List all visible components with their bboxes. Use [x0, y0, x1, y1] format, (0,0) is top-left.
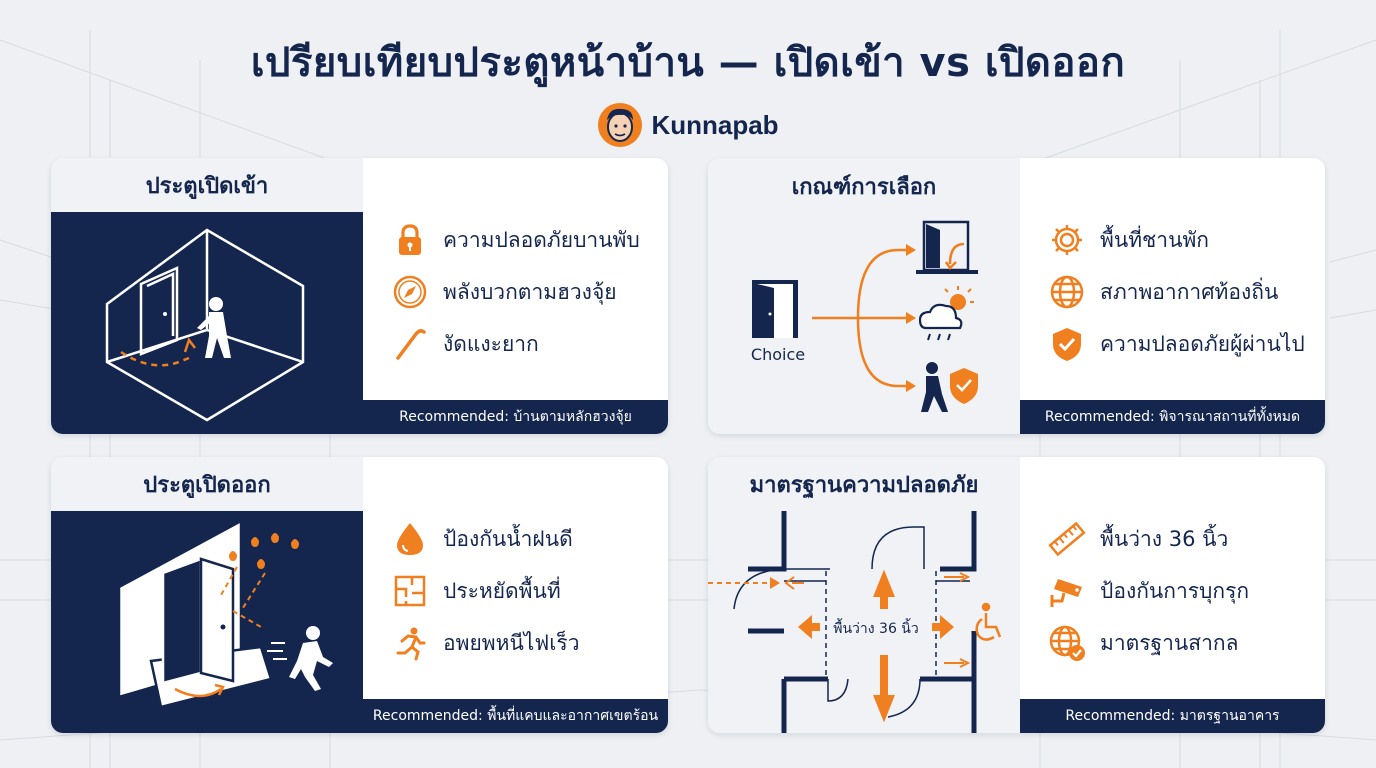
security-camera-icon — [1048, 572, 1086, 610]
compass-icon — [391, 273, 429, 311]
inward-door-illustration — [51, 212, 363, 434]
feature-list: พื้นที่ชานพัก สภาพอากาศท้องถิ่น ความปลอด… — [1020, 214, 1325, 370]
globe-check-icon — [1048, 624, 1086, 662]
floor-plan-icon — [391, 572, 429, 610]
card-title: เกณฑ์การเลือก — [708, 158, 1020, 214]
feature-list: ความปลอดภัยบานพับ พลังบวกตามฮวงจุ้ย งัดแ… — [363, 214, 668, 370]
header: เปรียบเทียบประตูหน้าบ้าน — เปิดเข้า vs เ… — [0, 30, 1376, 148]
feature-item: พลังบวกตามฮวงจุ้ย — [391, 266, 668, 318]
crowbar-icon — [391, 325, 429, 363]
feature-item: สภาพอากาศท้องถิ่น — [1048, 266, 1325, 318]
recommendation-bar: Recommended: บ้านตามหลักฮวงจุ้ย — [363, 400, 668, 434]
choice-diagram: Choice — [708, 214, 1020, 434]
feature-item: ป้องกันน้ำฝนดี — [391, 513, 668, 565]
card-title: มาตรฐานความปลอดภัย — [708, 457, 1020, 511]
feature-item: อพยพหนีไฟเร็ว — [391, 617, 668, 669]
card-outward-door: ประตูเปิดออก — [51, 457, 668, 733]
page-title: เปรียบเทียบประตูหน้าบ้าน — เปิดเข้า vs เ… — [250, 40, 1126, 86]
shield-check-icon — [1048, 325, 1086, 363]
recommendation-bar: Recommended: พื้นที่แคบและอากาศเขตร้อน — [363, 699, 668, 733]
outward-door-illustration — [51, 511, 363, 733]
feature-label: พลังบวกตามฮวงจุ้ย — [443, 279, 617, 304]
card-safety-standards: มาตรฐานความปลอดภัย — [708, 457, 1325, 733]
feature-label: พื้นที่ชานพัก — [1100, 227, 1209, 252]
gear-icon — [1048, 221, 1086, 259]
padlock-icon — [391, 221, 429, 259]
feature-item: มาตรฐานสากล — [1048, 617, 1325, 669]
feature-item: พื้นที่ชานพัก — [1048, 214, 1325, 266]
clearance-label: พื้นว่าง 36 นิ้ว — [833, 618, 919, 637]
feature-item: ความปลอดภัยบานพับ — [391, 214, 668, 266]
feature-list: ป้องกันน้ำฝนดี ประหยัดพื้นที่ อพยพหนีไฟเ… — [363, 513, 668, 669]
globe-icon — [1048, 273, 1086, 311]
running-person-icon — [391, 624, 429, 662]
feature-item: งัดแงะยาก — [391, 318, 668, 370]
feature-item: ความปลอดภัยผู้ผ่านไป — [1048, 318, 1325, 370]
ruler-icon — [1048, 520, 1086, 558]
recommendation-bar: Recommended: มาตรฐานอาคาร — [1020, 699, 1325, 733]
feature-list: พื้นว่าง 36 นิ้ว ป้องกันการบุกรุก มาตรฐา… — [1020, 513, 1325, 669]
feature-label: อพยพหนีไฟเร็ว — [443, 630, 580, 655]
avatar-icon — [598, 103, 643, 147]
feature-label: ป้องกันน้ำฝนดี — [443, 526, 573, 551]
feature-item: ป้องกันการบุกรุก — [1048, 565, 1325, 617]
card-title: ประตูเปิดเข้า — [51, 158, 363, 212]
feature-label: ความปลอดภัยบานพับ — [443, 227, 640, 252]
feature-label: มาตรฐานสากล — [1100, 630, 1239, 655]
feature-item: พื้นว่าง 36 นิ้ว — [1048, 513, 1325, 565]
feature-label: สภาพอากาศท้องถิ่น — [1100, 279, 1279, 304]
recommendation-bar: Recommended: พิจารณาสถานที่ทั้งหมด — [1020, 400, 1325, 434]
feature-label: ประหยัดพื้นที่ — [443, 578, 561, 603]
choice-label: Choice — [751, 345, 805, 364]
brand-name: Kunnapab — [651, 109, 779, 140]
clearance-diagram: พื้นว่าง 36 นิ้ว — [708, 511, 1020, 733]
feature-label: งัดแงะยาก — [443, 331, 539, 356]
feature-item: ประหยัดพื้นที่ — [391, 565, 668, 617]
card-inward-door: ประตูเปิดเข้า — [51, 158, 668, 434]
water-drop-icon — [391, 520, 429, 558]
feature-label: ป้องกันการบุกรุก — [1100, 578, 1250, 603]
feature-label: ความปลอดภัยผู้ผ่านไป — [1100, 331, 1305, 356]
brand: Kunnapab — [0, 102, 1376, 148]
feature-label: พื้นว่าง 36 นิ้ว — [1100, 526, 1229, 551]
card-title: ประตูเปิดออก — [51, 457, 363, 511]
card-criteria: เกณฑ์การเลือก Choice — [708, 158, 1325, 434]
